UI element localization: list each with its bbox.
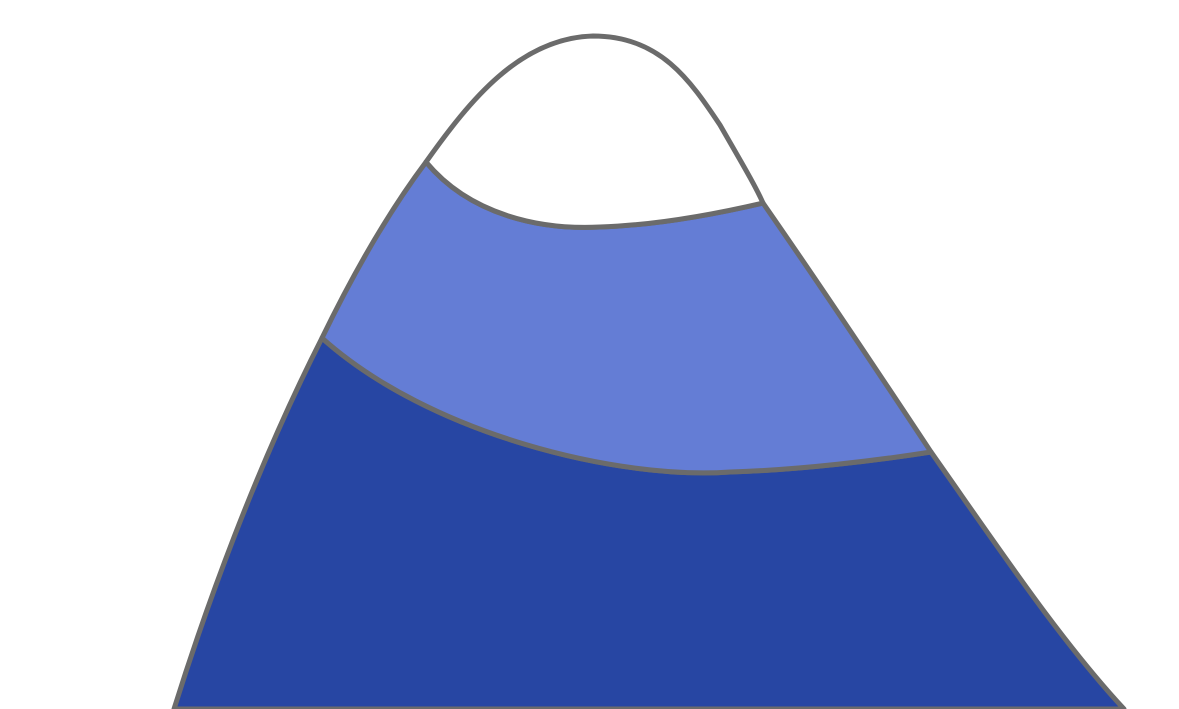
- summit: [423, 33, 766, 230]
